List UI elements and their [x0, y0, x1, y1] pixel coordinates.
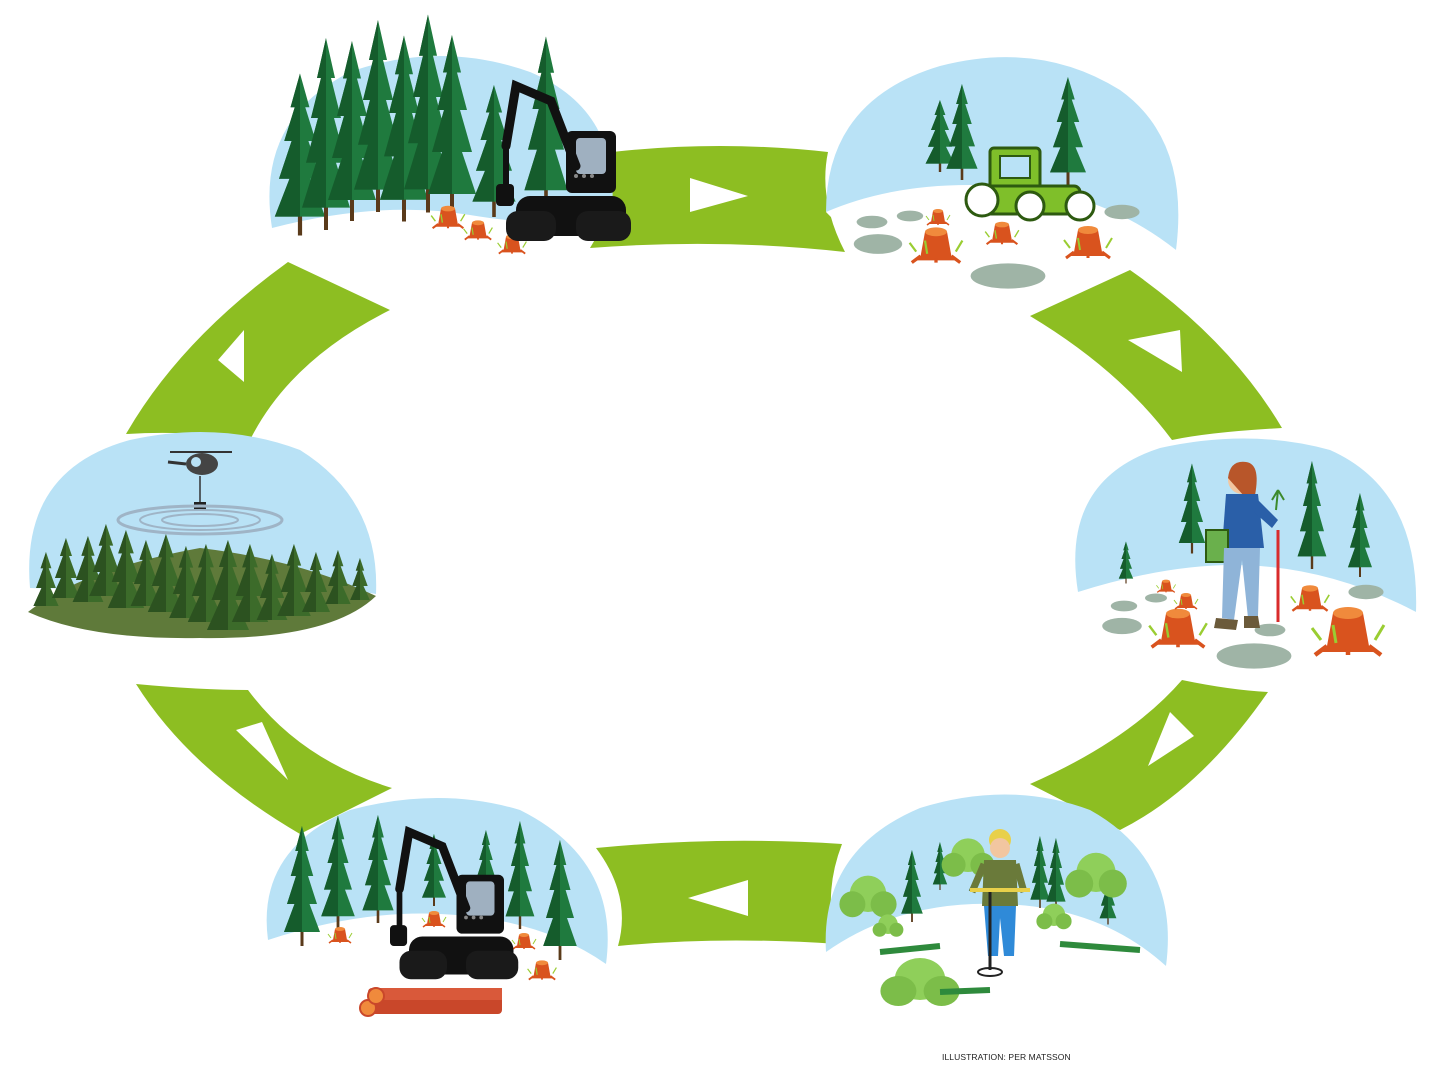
- cycle-arrows: [126, 146, 1282, 946]
- stage-pre-commercial-thinning: [825, 794, 1168, 1006]
- arrow-head-down-left-icon: [1148, 712, 1194, 766]
- arrow-head-right-icon: [690, 178, 748, 212]
- arrow-lower-left: [136, 684, 392, 834]
- arrow-head-down-right-icon: [1128, 330, 1182, 372]
- stage-thinning: [266, 798, 608, 1017]
- stage-planting: [1075, 438, 1417, 669]
- arrow-upper-left: [126, 262, 390, 440]
- log-pile-icon: [359, 987, 502, 1017]
- stage-soil-scarification: [826, 57, 1179, 289]
- helicopter-icon: [116, 451, 284, 536]
- planter-icon: [1205, 461, 1285, 630]
- arrow-bottom: [596, 840, 842, 946]
- stage-final-felling: [269, 14, 631, 255]
- arrow-upper-right: [1030, 270, 1282, 440]
- scarifier-icon: [964, 146, 1096, 222]
- arrow-top: [590, 146, 845, 252]
- clearing-saw-icon: [968, 829, 1030, 977]
- stage-fertilisation: [28, 432, 377, 639]
- arrow-head-up-left-icon: [236, 722, 288, 780]
- arrow-head-up-right-icon: [218, 330, 244, 382]
- illustration-credit: ILLUSTRATION: PER MATSSON: [942, 1052, 1071, 1062]
- arrow-lower-right: [1030, 680, 1268, 830]
- arrow-head-left-icon: [688, 880, 748, 916]
